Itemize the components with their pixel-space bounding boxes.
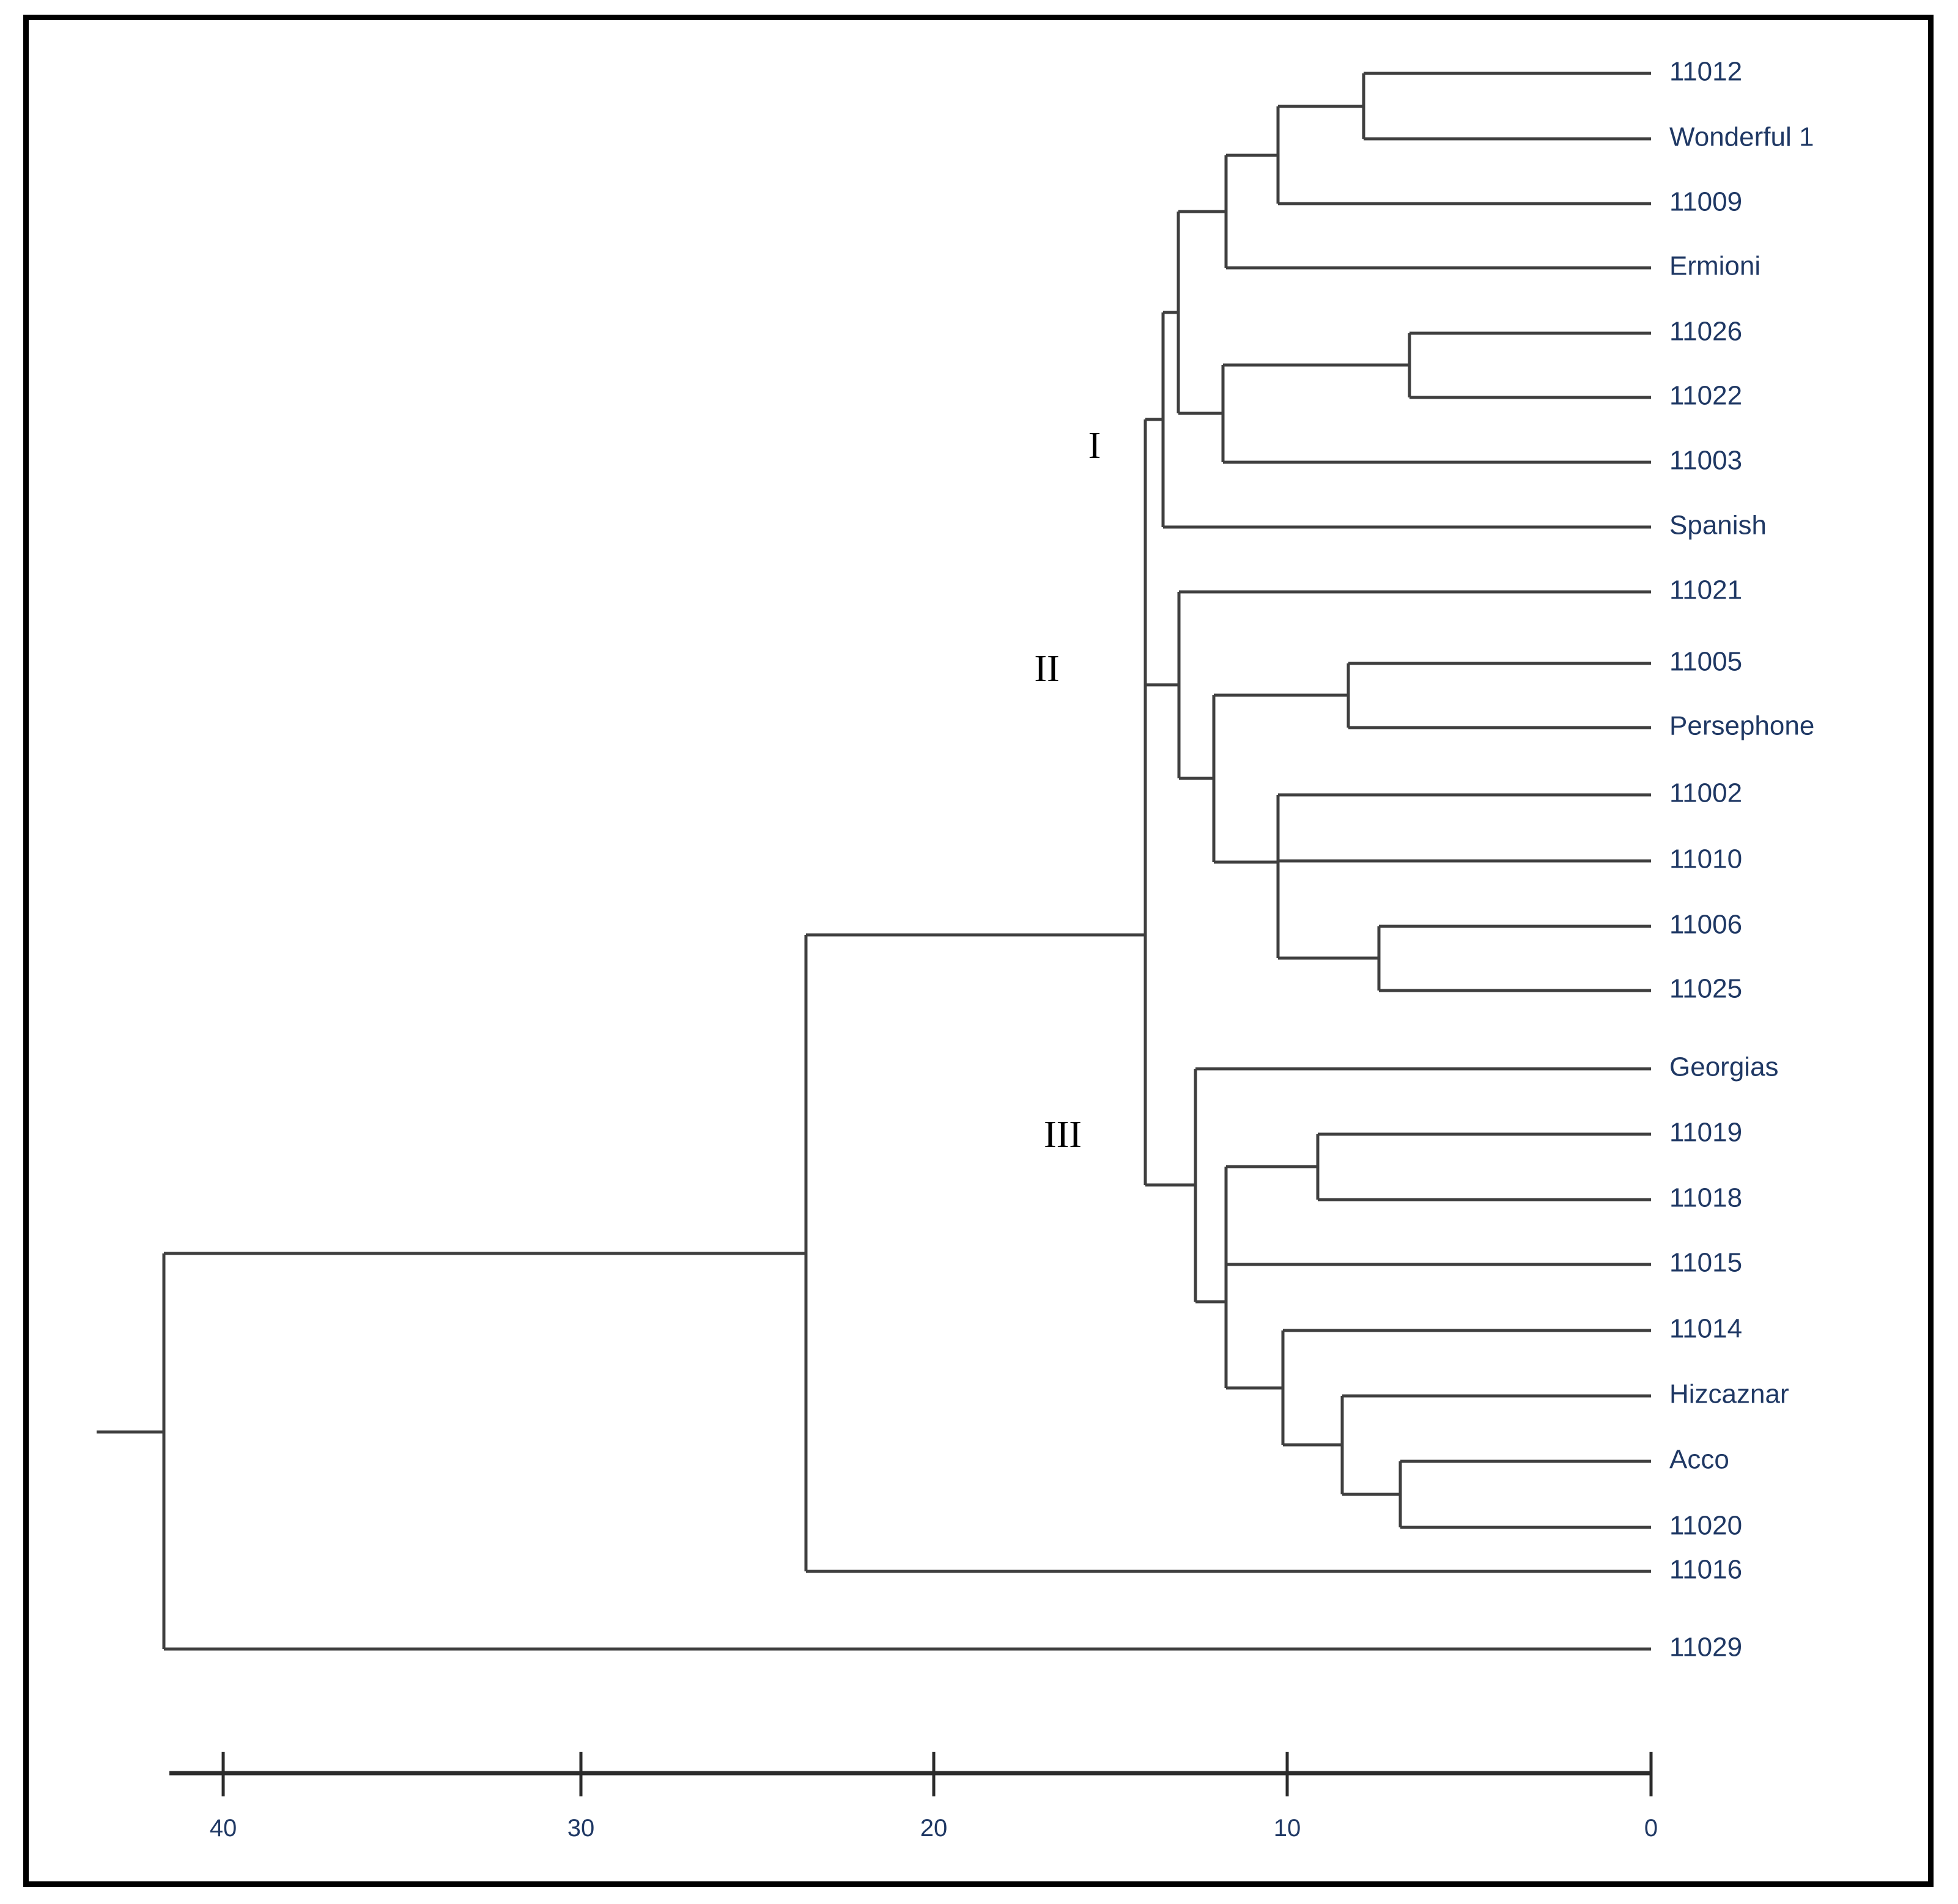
leaf-label-11014: 11014 (1669, 1314, 1742, 1344)
leaf-label-wonderful-1: Wonderful 1 (1669, 122, 1814, 152)
leaf-label-11020: 11020 (1669, 1511, 1742, 1541)
cluster-label-ii: II (1034, 648, 1059, 690)
leaf-label-11016: 11016 (1669, 1555, 1742, 1585)
leaf-label-11025: 11025 (1669, 974, 1742, 1004)
axis-tick-label-0: 0 (1644, 1815, 1658, 1842)
leaf-label-11022: 11022 (1669, 381, 1742, 411)
leaf-label-ermioni: Ermioni (1669, 251, 1760, 281)
leaf-label-11006: 11006 (1669, 910, 1742, 940)
axis-tick-label-40: 40 (210, 1815, 237, 1842)
leaf-label-11005: 11005 (1669, 647, 1742, 677)
leaf-label-11010: 11010 (1669, 844, 1742, 874)
leaf-label-spanish: Spanish (1669, 511, 1767, 541)
leaf-label-11003: 11003 (1669, 446, 1742, 476)
axis-tick-label-10: 10 (1274, 1815, 1301, 1842)
leaf-label-georgias: Georgias (1669, 1052, 1779, 1082)
cluster-label-iii: III (1044, 1114, 1082, 1156)
axis-tick-label-20: 20 (920, 1815, 948, 1842)
leaf-label-persephone: Persephone (1669, 711, 1814, 741)
leaf-label-11015: 11015 (1669, 1248, 1742, 1278)
leaf-label-11012: 11012 (1669, 57, 1742, 87)
leaf-label-hizcaznar: Hizcaznar (1669, 1379, 1789, 1409)
leaf-label-11029: 11029 (1669, 1633, 1742, 1662)
leaf-label-11018: 11018 (1669, 1183, 1742, 1213)
leaf-label-11026: 11026 (1669, 317, 1742, 347)
leaf-label-11009: 11009 (1669, 187, 1742, 217)
figure-border (23, 15, 1934, 1887)
cluster-label-i: I (1088, 425, 1101, 467)
leaf-label-11021: 11021 (1669, 575, 1742, 605)
leaf-label-11002: 11002 (1669, 778, 1742, 808)
axis-tick-label-30: 30 (567, 1815, 595, 1842)
leaf-label-11019: 11019 (1669, 1118, 1742, 1148)
leaf-label-acco: Acco (1669, 1445, 1729, 1475)
